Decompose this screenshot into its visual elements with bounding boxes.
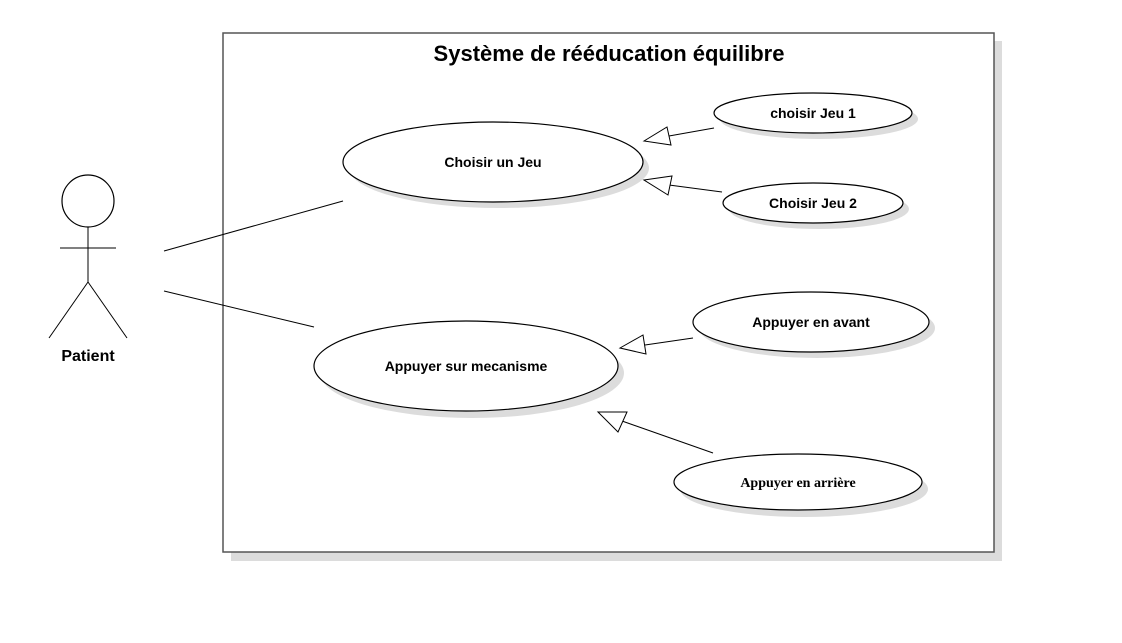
use-case-ellipse (342, 121, 644, 203)
actor-left-leg (48, 281, 89, 339)
use-case-ellipse (692, 291, 930, 353)
generalization-line (644, 337, 694, 346)
use-case-arriere[interactable]: Appuyer en arrière (673, 453, 928, 517)
use-case-avant[interactable]: Appuyer en avant (692, 291, 935, 358)
use-case-ellipse (713, 92, 913, 134)
system-title: Système de rééducation équilibre (434, 41, 785, 66)
generalization-arrowhead (596, 411, 628, 433)
use-case-label: Choisir un Jeu (444, 154, 541, 170)
generalization-arrowhead (642, 126, 672, 146)
generalization-jeu2-choisir-jeu[interactable] (642, 175, 723, 196)
actor-patient[interactable]: Patient (48, 174, 128, 365)
actor-label: Patient (61, 348, 115, 365)
use-case-ellipse (722, 182, 904, 224)
generalization-avant-appuyer[interactable] (618, 334, 694, 355)
generalization-line (668, 127, 715, 137)
generalization-jeu1-choisir-jeu[interactable] (642, 126, 715, 146)
use-case-appuyer-mecanisme[interactable]: Appuyer sur mecanisme (313, 320, 624, 418)
association-patient-appuyer[interactable] (163, 290, 315, 328)
generalization-line (621, 420, 714, 454)
use-case-choisir-jeu[interactable]: Choisir un Jeu (342, 121, 649, 208)
use-case-label: Choisir Jeu 2 (769, 195, 857, 211)
actor-right-leg (87, 281, 128, 339)
use-case-jeu1[interactable]: choisir Jeu 1 (713, 92, 918, 139)
generalization-arrowhead (618, 334, 647, 355)
association-patient-choisir-jeu[interactable] (163, 200, 344, 252)
generalization-line (668, 184, 723, 193)
use-case-label: choisir Jeu 1 (770, 105, 856, 121)
use-case-label: Appuyer en arrière (740, 476, 855, 491)
actor-head (61, 174, 115, 228)
generalization-arrowhead (642, 175, 673, 196)
use-case-label: Appuyer sur mecanisme (385, 358, 548, 374)
use-case-ellipse (313, 320, 619, 412)
use-case-jeu2[interactable]: Choisir Jeu 2 (722, 182, 909, 229)
use-case-ellipse (673, 453, 923, 511)
generalization-arriere-appuyer[interactable] (596, 411, 714, 454)
use-case-label: Appuyer en avant (752, 314, 870, 330)
